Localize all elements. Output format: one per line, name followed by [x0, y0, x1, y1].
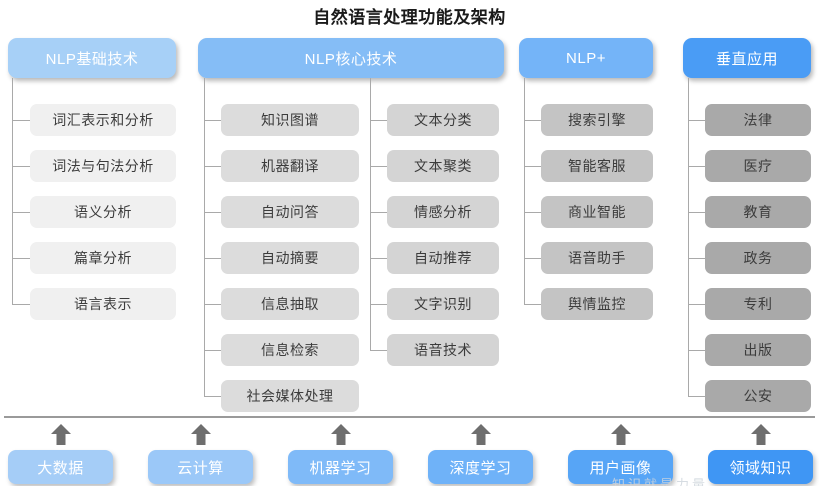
node-nlp-core-b-3[interactable]: 自动推荐: [387, 242, 499, 274]
connector-stub: [204, 212, 221, 213]
connector-stub: [204, 350, 221, 351]
node-nlp-basic-4[interactable]: 语言表示: [30, 288, 176, 320]
node-vertical-app-0[interactable]: 法律: [705, 104, 811, 136]
node-nlp-plus-2[interactable]: 商业智能: [541, 196, 653, 228]
connector-stub: [12, 212, 30, 213]
node-nlp-core-a-0[interactable]: 知识图谱: [221, 104, 359, 136]
connector-stub: [688, 120, 705, 121]
node-nlp-core-a-3[interactable]: 自动摘要: [221, 242, 359, 274]
node-nlp-basic-1[interactable]: 词法与句法分析: [30, 150, 176, 182]
foundation-box-2[interactable]: 机器学习: [288, 450, 393, 484]
connector-stub: [204, 258, 221, 259]
connector-stub: [370, 304, 387, 305]
connector-stub: [524, 166, 541, 167]
connector-stub: [524, 120, 541, 121]
connector-stub: [524, 304, 541, 305]
up-arrow-icon: [750, 423, 772, 446]
connector-stub: [370, 212, 387, 213]
foundation-box-1[interactable]: 云计算: [148, 450, 253, 484]
node-nlp-plus-0[interactable]: 搜索引擎: [541, 104, 653, 136]
node-nlp-core-b-1[interactable]: 文本聚类: [387, 150, 499, 182]
foundation-box-4[interactable]: 用户画像: [568, 450, 673, 484]
connector-stub: [688, 396, 705, 397]
node-nlp-basic-2[interactable]: 语义分析: [30, 196, 176, 228]
connector-stub: [688, 166, 705, 167]
connector-stub: [12, 258, 30, 259]
connector-stub: [12, 166, 30, 167]
node-nlp-core-b-4[interactable]: 文字识别: [387, 288, 499, 320]
column-header-vertical-app[interactable]: 垂直应用: [683, 38, 811, 78]
up-arrow-icon: [50, 423, 72, 446]
connector-stub: [370, 166, 387, 167]
node-nlp-plus-3[interactable]: 语音助手: [541, 242, 653, 274]
column-header-nlp-core-a[interactable]: NLP核心技术: [198, 38, 504, 78]
connector-stub: [524, 212, 541, 213]
node-nlp-core-a-1[interactable]: 机器翻译: [221, 150, 359, 182]
up-arrow-icon: [190, 423, 212, 446]
node-nlp-core-a-6[interactable]: 社会媒体处理: [221, 380, 359, 412]
connector-stub: [688, 212, 705, 213]
node-nlp-core-a-2[interactable]: 自动问答: [221, 196, 359, 228]
watermark-text: 知识就是力量: [612, 477, 709, 486]
up-arrow-icon: [610, 423, 632, 446]
node-nlp-core-b-5[interactable]: 语音技术: [387, 334, 499, 366]
up-arrow-icon: [470, 423, 492, 446]
node-vertical-app-3[interactable]: 政务: [705, 242, 811, 274]
node-vertical-app-6[interactable]: 公安: [705, 380, 811, 412]
connector-stub: [12, 120, 30, 121]
connector-stub: [12, 304, 30, 305]
node-vertical-app-2[interactable]: 教育: [705, 196, 811, 228]
connector-stub: [370, 258, 387, 259]
node-nlp-core-a-5[interactable]: 信息检索: [221, 334, 359, 366]
foundation-box-0[interactable]: 大数据: [8, 450, 113, 484]
connector-stub: [370, 350, 387, 351]
connector-stub: [204, 166, 221, 167]
connector-trunk-nlp-core-b: [370, 78, 371, 350]
node-nlp-core-b-2[interactable]: 情感分析: [387, 196, 499, 228]
connector-trunk-vertical-app: [688, 78, 689, 396]
connector-trunk-nlp-basic: [12, 78, 13, 304]
node-nlp-plus-1[interactable]: 智能客服: [541, 150, 653, 182]
column-header-nlp-basic[interactable]: NLP基础技术: [8, 38, 176, 78]
up-arrow-icon: [330, 423, 352, 446]
connector-trunk-nlp-plus: [524, 78, 525, 304]
node-nlp-basic-3[interactable]: 篇章分析: [30, 242, 176, 274]
node-nlp-plus-4[interactable]: 舆情监控: [541, 288, 653, 320]
connector-stub: [688, 258, 705, 259]
column-header-nlp-plus[interactable]: NLP+: [519, 38, 653, 78]
connector-stub: [370, 120, 387, 121]
connector-trunk-nlp-core-a: [204, 78, 205, 396]
connector-stub: [688, 350, 705, 351]
node-vertical-app-1[interactable]: 医疗: [705, 150, 811, 182]
node-nlp-core-a-4[interactable]: 信息抽取: [221, 288, 359, 320]
connector-stub: [204, 120, 221, 121]
node-nlp-basic-0[interactable]: 词汇表示和分析: [30, 104, 176, 136]
node-vertical-app-4[interactable]: 专利: [705, 288, 811, 320]
foundation-box-3[interactable]: 深度学习: [428, 450, 533, 484]
foundation-box-5[interactable]: 领域知识: [708, 450, 813, 484]
connector-stub: [688, 304, 705, 305]
foundation-divider-line: [4, 416, 815, 418]
connector-stub: [204, 396, 221, 397]
page-title: 自然语言处理功能及架构: [313, 8, 506, 27]
node-vertical-app-5[interactable]: 出版: [705, 334, 811, 366]
connector-stub: [204, 304, 221, 305]
connector-stub: [524, 258, 541, 259]
node-nlp-core-b-0[interactable]: 文本分类: [387, 104, 499, 136]
